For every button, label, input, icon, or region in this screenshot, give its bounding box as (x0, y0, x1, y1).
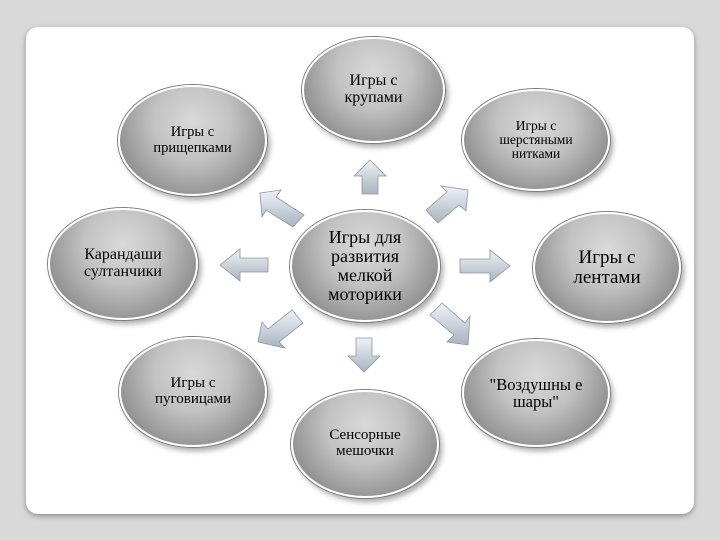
node-clothespins: Игры с прищепками (118, 85, 267, 196)
node-cereals: Игры с крупами (302, 37, 445, 143)
arrow-down (347, 337, 381, 373)
arrow-left (219, 248, 269, 282)
node-clothespins-label: Игры с прищепками (153, 124, 232, 156)
arrow-up-right (425, 185, 469, 224)
node-buttons-label: Игры с пуговицами (154, 375, 232, 407)
node-pencils-label: Карандаши султанчики (84, 246, 162, 280)
arrow-down-right (429, 302, 471, 346)
node-sensory-bags-label: Сенсорные мешочки (329, 427, 401, 459)
center-node-label: Игры для развития мелкой моторики (328, 227, 402, 304)
node-sensory-bags: Сенсорные мешочки (291, 390, 439, 498)
node-ribbons: Игры с лентами (533, 212, 681, 323)
node-wool-threads-label: Игры с шерстяными нитками (499, 117, 573, 162)
arrow-down-left (257, 309, 304, 349)
node-cereals-label: Игры с крупами (344, 72, 403, 106)
center-node: Игры для развития мелкой моторики (290, 210, 440, 322)
node-wool-threads: Игры с шерстяными нитками (462, 89, 610, 191)
node-buttons: Игры с пуговицами (119, 337, 267, 447)
arrow-up-left (259, 189, 305, 228)
arrow-right (459, 249, 511, 283)
arrow-up (353, 159, 387, 195)
node-ribbons-label: Игры с лентами (573, 246, 641, 288)
node-balloons-label: "Воздушны е шары" (489, 374, 583, 411)
node-pencils: Карандаши султанчики (48, 208, 198, 320)
node-balloons: "Воздушны е шары" (462, 339, 610, 447)
